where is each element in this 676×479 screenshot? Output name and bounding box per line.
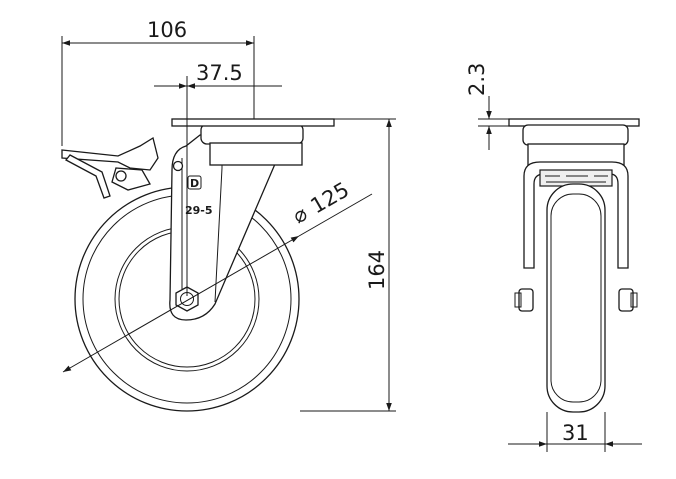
front-view [508,118,640,413]
diameter-symbol: ⌀ [289,201,312,228]
wheel-width-dimension: 31 [508,412,642,452]
plate-thickness-label: 2.3 [465,63,489,96]
side-view: D 29-5 [61,118,335,412]
offset-label: 37.5 [196,61,243,85]
front-fork [523,161,629,269]
height-label: 164 [365,250,389,290]
swivel-head [200,123,304,166]
width-overall-label: 106 [147,18,187,42]
front-swivel-head [522,124,629,167]
top-plate [171,118,335,127]
brake-pedal [61,136,184,199]
width-dimension: 106 [61,18,255,146]
wheel-width-label: 31 [562,421,589,445]
brand-logo: D [187,175,202,190]
logo-letter: D [190,177,199,190]
front-wheel [546,183,606,413]
diameter-label: 125 [307,177,354,218]
plate-thickness-dimension: 2.3 [465,63,509,150]
front-axle-nuts [514,288,638,312]
model-code: 29-5 [185,204,213,217]
height-dimension: 164 [300,118,396,412]
